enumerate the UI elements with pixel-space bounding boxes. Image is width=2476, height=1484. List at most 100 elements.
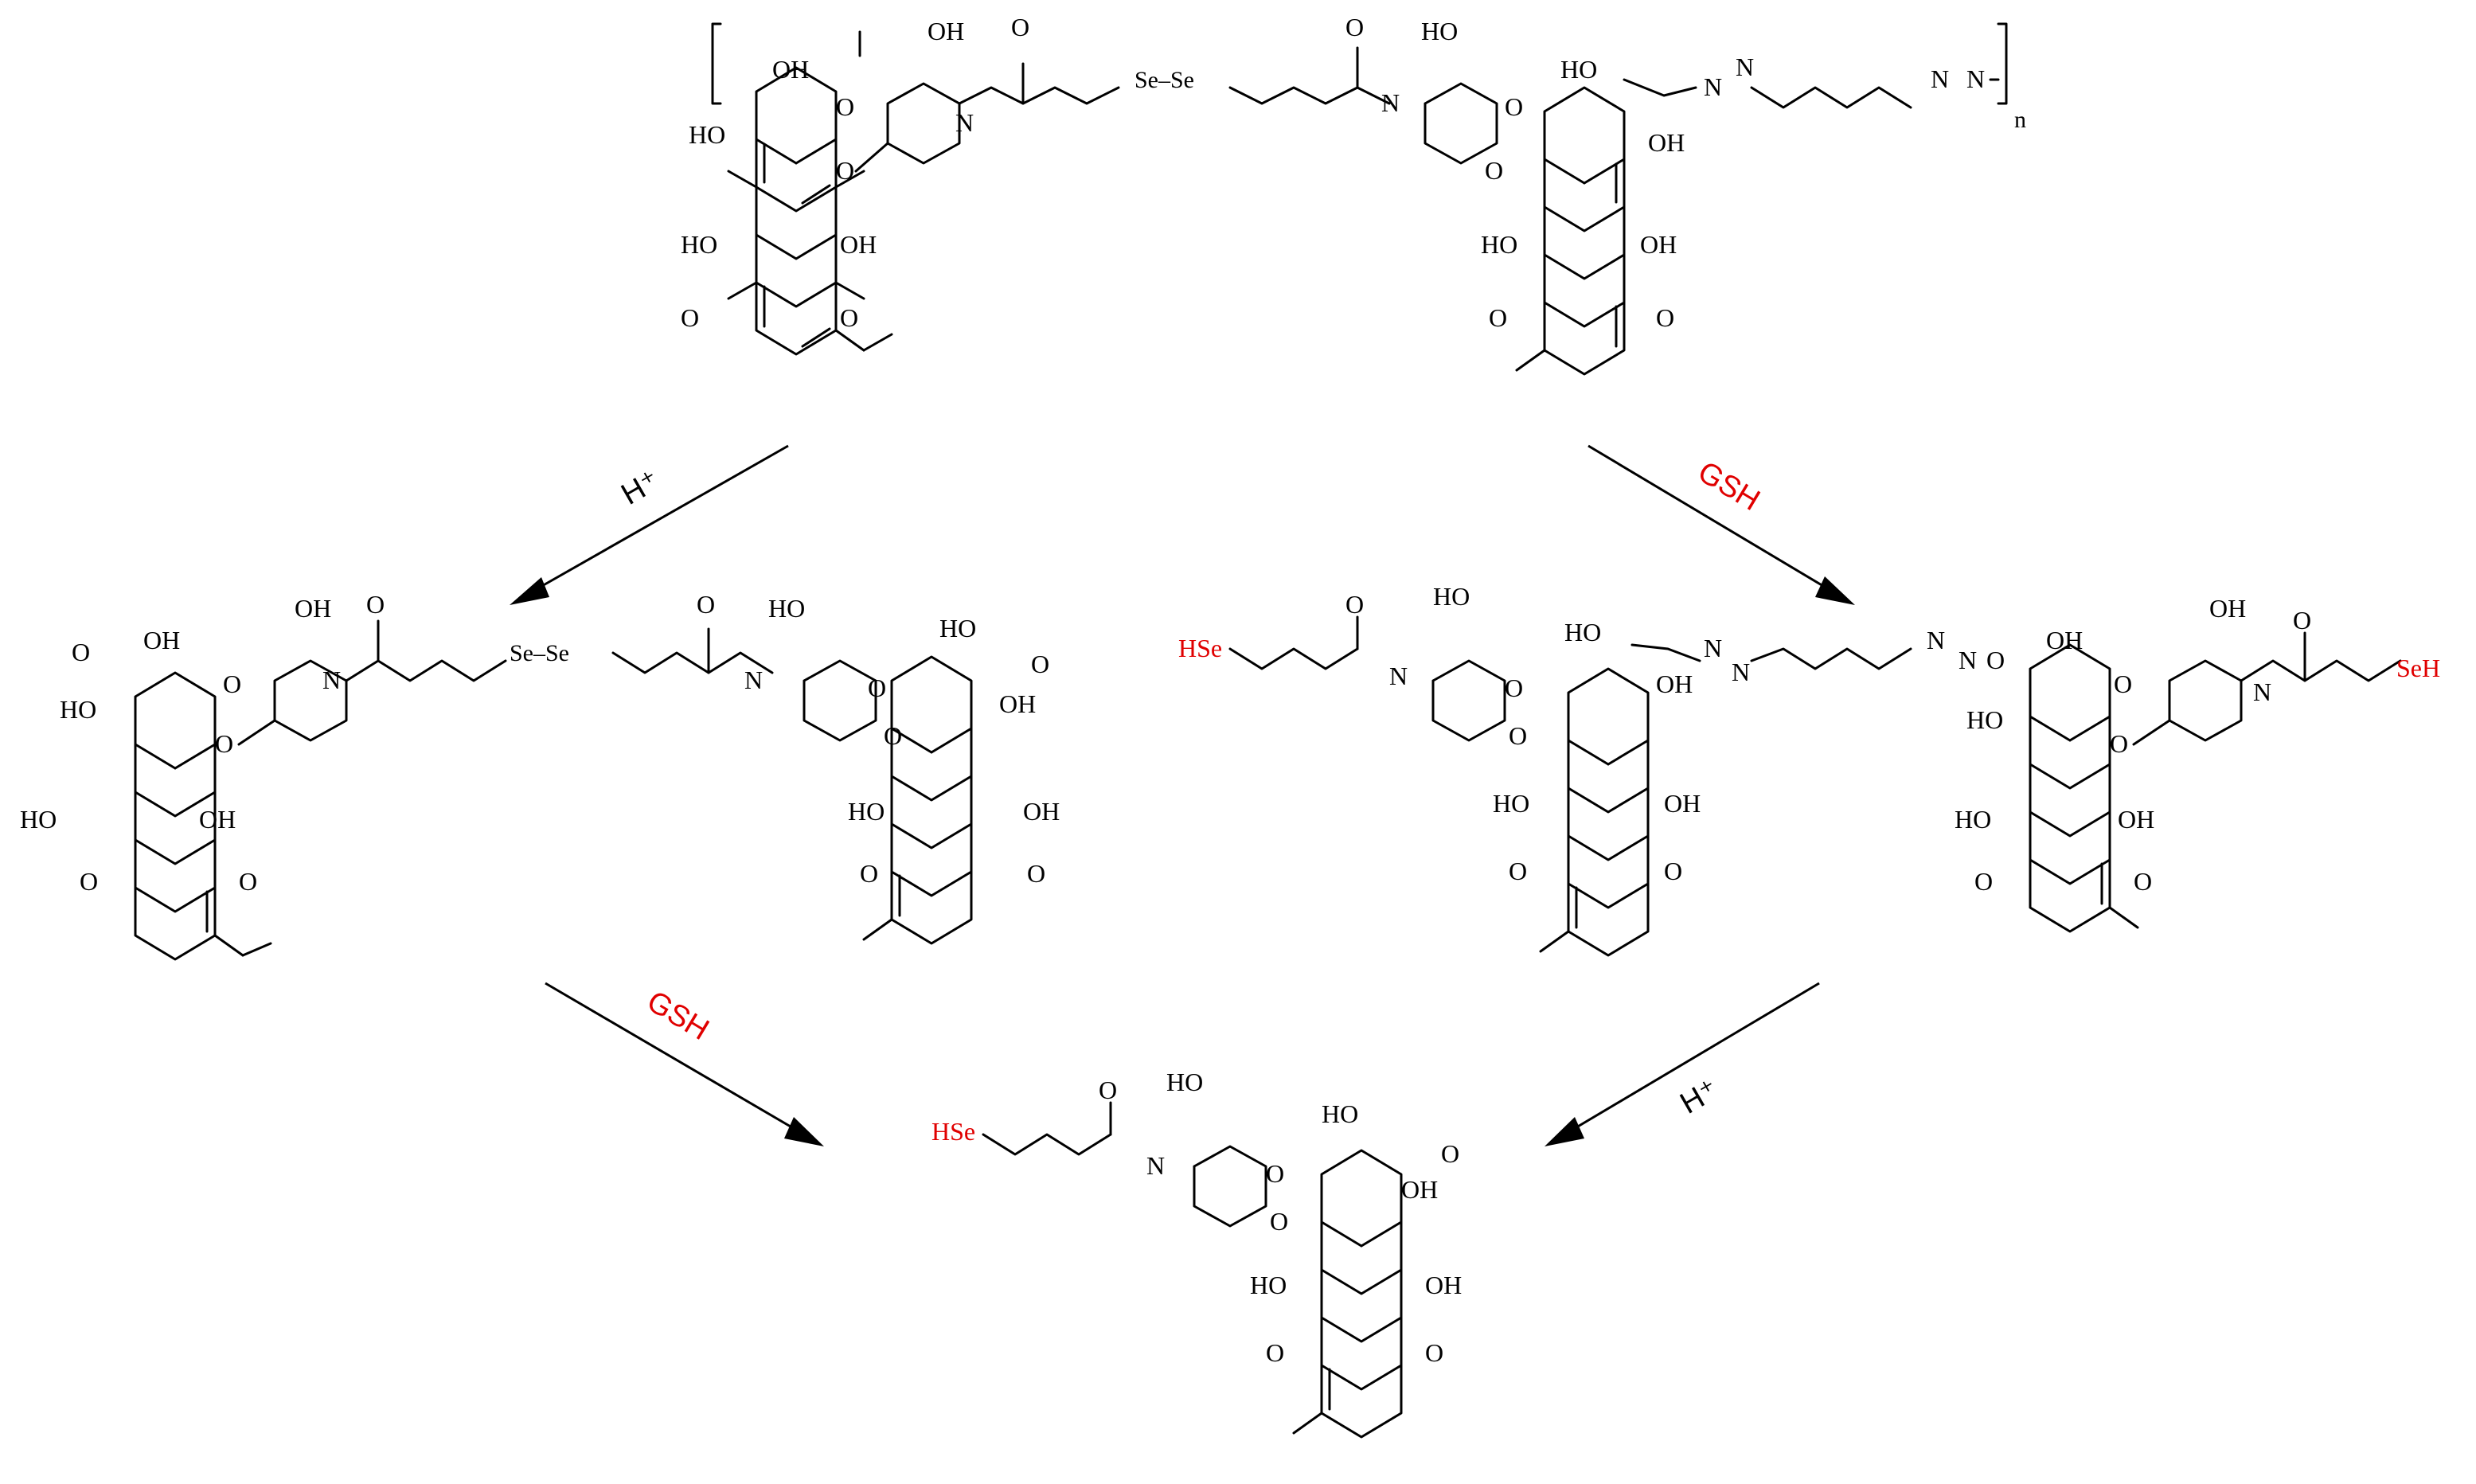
oh-label: OH — [295, 594, 331, 623]
oh-label: HO — [768, 594, 805, 623]
o-label: O — [1270, 1207, 1288, 1236]
o-label: O — [1974, 867, 1993, 896]
nh-label: N — [1389, 662, 1408, 690]
oh-label: OH — [143, 626, 180, 654]
polymer-structure: HO OH O O HO OH O O OH O N Se–Se O N HO … — [681, 13, 2026, 376]
o-label: O — [1441, 1139, 1459, 1168]
oh-label: HO — [1493, 789, 1529, 818]
n-label: N — [1736, 53, 1754, 81]
oh-label: OH — [1425, 1271, 1462, 1299]
nh-label: N — [1146, 1151, 1165, 1180]
oh-label: OH — [999, 689, 1036, 718]
nh-label: N — [2253, 678, 2271, 706]
o-label: O — [366, 590, 385, 619]
oh-label: HO — [1966, 705, 2003, 734]
o-label: O — [884, 721, 902, 750]
o-label: O — [80, 867, 98, 896]
oh-label: OH — [2209, 594, 2246, 623]
selenol-label: HSe — [1178, 634, 1222, 662]
reagent-gsh-label: GSH — [641, 985, 714, 1047]
o-label: O — [681, 303, 699, 332]
o-label: O — [1027, 859, 1045, 888]
o-label: O — [697, 590, 715, 619]
n-label: N — [1959, 646, 1977, 674]
reagent-acid-label: H⁺ — [1675, 1073, 1724, 1121]
nh-label: N — [322, 666, 341, 694]
o-label: O — [1011, 13, 1029, 41]
n-label: N — [1704, 634, 1722, 662]
nh-label: N — [744, 666, 763, 694]
n-label: N — [1966, 64, 1985, 93]
n-label: N — [1927, 626, 1945, 654]
oh-label: HO — [681, 230, 717, 259]
o-label: O — [1485, 156, 1503, 185]
oh-label: HO — [1564, 618, 1601, 646]
o-label: O — [1425, 1338, 1443, 1367]
o-label: O — [860, 859, 878, 888]
oh-label: HO — [1421, 17, 1458, 45]
nh-label: N — [1381, 88, 1400, 117]
oh-label: OH — [1664, 789, 1701, 818]
o-label: O — [836, 156, 854, 185]
se-se-label: Se–Se — [510, 640, 569, 666]
oh-label: HO — [1433, 582, 1470, 611]
oh-label: HO — [939, 614, 976, 642]
o-label: O — [1656, 303, 1674, 332]
oh-label: OH — [772, 55, 809, 84]
selenol-label: HSe — [931, 1117, 975, 1146]
oh-label: HO — [1322, 1099, 1358, 1128]
selenol-label: SeH — [2396, 654, 2440, 682]
o-label: O — [836, 92, 854, 121]
o-label: O — [223, 670, 241, 698]
o-label: O — [1345, 590, 1364, 619]
o-label: O — [2114, 670, 2132, 698]
o-label: O — [1509, 857, 1527, 885]
oh-label: OH — [1656, 670, 1693, 698]
o-label: O — [215, 729, 233, 758]
arrow-top-right — [1588, 444, 1855, 605]
se-se-label: Se–Se — [1135, 67, 1194, 93]
oh-label: HO — [1250, 1271, 1287, 1299]
o-label: O — [1986, 646, 2005, 674]
o-label: O — [1505, 92, 1523, 121]
oh-label: OH — [1640, 230, 1677, 259]
o-label: O — [239, 867, 257, 896]
o-label: O — [1664, 857, 1682, 885]
n-label: N — [1931, 64, 1949, 93]
oh-label: HO — [1955, 805, 1991, 834]
o-label: O — [1509, 721, 1527, 750]
oh-label: OH — [840, 230, 877, 259]
o-label: O — [868, 674, 886, 702]
arrow-bottom-right — [1545, 982, 1820, 1146]
o-label: O — [1489, 303, 1507, 332]
oh-label: OH — [1648, 128, 1685, 157]
reagent-gsh-label: GSH — [1692, 455, 1765, 517]
o-label: O — [2134, 867, 2152, 896]
o-label: O — [1266, 1338, 1284, 1367]
arrow-top-left — [510, 444, 789, 605]
intermediate-selenol-structure: HSe O N HO O O HO OH O O HO OH N N N N O — [1178, 582, 2440, 957]
oh-label: HO — [848, 797, 885, 826]
oh-label: OH — [928, 17, 964, 45]
oh-label: HO — [1560, 55, 1597, 84]
arrow-bottom-left — [545, 982, 824, 1146]
n-label: N — [1704, 72, 1722, 101]
oh-label: HO — [60, 695, 96, 724]
oh-label: OH — [2118, 805, 2154, 834]
o-label: O — [1345, 13, 1364, 41]
oh-label: HO — [1481, 230, 1517, 259]
product-structure: HSe O N HO O O HO OH O O HO O OH — [931, 1068, 1462, 1439]
oh-label: HO — [689, 120, 725, 149]
o-label: O — [1031, 650, 1049, 678]
nh-label: N — [955, 108, 974, 137]
repeat-n-label: n — [2014, 107, 2026, 133]
o-label: O — [1099, 1076, 1117, 1104]
oh-label: OH — [2046, 626, 2083, 654]
oh-label: OH — [1023, 797, 1060, 826]
oh-label: HO — [1166, 1068, 1203, 1096]
o-label: O — [2110, 729, 2128, 758]
o-label: O — [1505, 674, 1523, 702]
intermediate-diselenide-structure: HO HO OH O O O OH O O OH O N Se–Se O N H… — [20, 590, 1060, 961]
